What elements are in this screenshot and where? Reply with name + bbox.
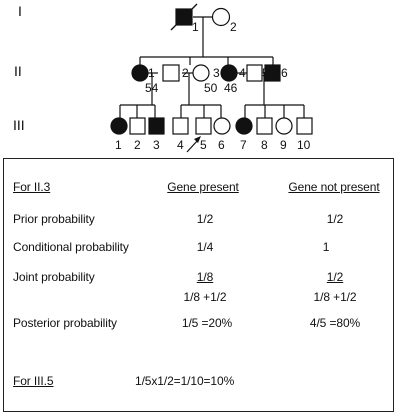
individual-II6-number: 6 bbox=[281, 66, 288, 80]
individual-I1-number: 1 bbox=[192, 20, 199, 34]
row-label-prior: Prior probability bbox=[13, 212, 95, 226]
individual-III5-number: 5 bbox=[200, 138, 207, 152]
individual-III5-proband-male bbox=[195, 117, 212, 135]
individual-III3-affected-male bbox=[148, 117, 165, 135]
individual-III8-number: 8 bbox=[261, 138, 268, 152]
individual-III3-number: 3 bbox=[153, 138, 160, 152]
individual-III1-affected-female bbox=[110, 117, 128, 135]
pedigree-chart: I II III 1 2 bbox=[13, 3, 313, 153]
prior-gene-not-present: 1/2 bbox=[326, 212, 344, 226]
row-label-posterior: Posterior probability bbox=[13, 316, 117, 330]
individual-III4-unaffected-male bbox=[172, 117, 189, 135]
column-header-gene-not-present: Gene not present bbox=[288, 180, 380, 194]
row-label-conditional: Conditional probability bbox=[13, 240, 129, 254]
individual-I2-unaffected-female bbox=[211, 7, 231, 27]
table-header-label: For II.3 bbox=[13, 180, 51, 194]
individual-II6-affected-male bbox=[264, 64, 281, 82]
footer-label: For III.5 bbox=[13, 374, 54, 388]
joint-gene-present-denominator: 1/8 +1/2 bbox=[183, 290, 227, 304]
individual-III10-unaffected-male bbox=[296, 117, 313, 135]
individual-II3-number: 3 bbox=[213, 66, 220, 80]
individual-II4-number: 4 bbox=[239, 66, 246, 80]
individual-III1-number: 1 bbox=[115, 138, 122, 152]
individual-II3-age: 50 bbox=[204, 81, 218, 95]
individual-III4-number: 4 bbox=[177, 138, 184, 152]
column-header-gene-present: Gene present bbox=[167, 180, 239, 194]
generation-label-III: III bbox=[13, 117, 25, 133]
individual-I2-number: 2 bbox=[230, 20, 237, 34]
individual-III2-unaffected-male bbox=[129, 117, 146, 135]
pedigree-connection-lines bbox=[119, 16, 305, 118]
individual-III8-unaffected-male bbox=[256, 117, 273, 135]
individual-III7-number: 7 bbox=[240, 138, 247, 152]
row-label-joint: Joint probability bbox=[13, 270, 95, 284]
individual-III2-number: 2 bbox=[134, 138, 141, 152]
individual-II2-number: 2 bbox=[182, 66, 189, 80]
conditional-gene-present: 1/4 bbox=[196, 240, 214, 254]
individual-II5-unaffected-male bbox=[246, 64, 263, 82]
generation-label-I: I bbox=[18, 3, 22, 19]
individual-II3-unaffected-female bbox=[192, 64, 210, 82]
generation-label-II: II bbox=[14, 63, 22, 79]
joint-gene-present-numerator: 1/8 bbox=[196, 270, 214, 284]
individual-III9-unaffected-female bbox=[275, 117, 293, 135]
individual-III7-affected-female bbox=[235, 117, 253, 135]
conditional-gene-not-present: 1 bbox=[322, 240, 330, 254]
joint-gene-not-present-numerator: 1/2 bbox=[326, 270, 344, 284]
individual-II4-age: 46 bbox=[224, 81, 238, 95]
footer-calculation: 1/5x1/2=1/10=10% bbox=[135, 374, 235, 388]
prior-gene-present: 1/2 bbox=[196, 212, 214, 226]
individual-II1-number: 1 bbox=[148, 66, 155, 80]
individual-III6-unaffected-female bbox=[213, 117, 231, 135]
proband-arrow-icon bbox=[186, 136, 201, 153]
joint-gene-not-present-denominator: 1/8 +1/2 bbox=[313, 290, 357, 304]
individual-II1-age: 54 bbox=[145, 81, 159, 95]
posterior-gene-present: 1/5 =20% bbox=[181, 316, 233, 330]
probability-table: For II.3 Gene present Gene not present P… bbox=[3, 158, 394, 412]
individual-II1-affected-female bbox=[131, 64, 149, 82]
posterior-gene-not-present: 4/5 =80% bbox=[309, 316, 361, 330]
individual-III6-number: 6 bbox=[218, 138, 225, 152]
individual-II2-unaffected-male bbox=[162, 64, 180, 82]
deceased-slash bbox=[170, 3, 198, 31]
individual-III9-number: 9 bbox=[280, 138, 287, 152]
individual-III10-number: 10 bbox=[297, 138, 311, 152]
individual-II4-affected-female bbox=[220, 64, 238, 82]
